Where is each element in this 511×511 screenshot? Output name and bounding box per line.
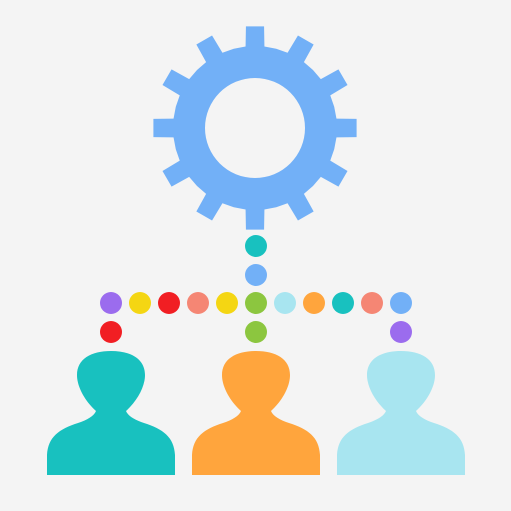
connector-dot xyxy=(274,292,296,314)
connector-dots xyxy=(100,235,412,343)
connector-dot xyxy=(129,292,151,314)
connector-dot xyxy=(216,292,238,314)
gear-icon xyxy=(153,26,357,230)
connector-dot xyxy=(100,292,122,314)
connector-dot xyxy=(158,292,180,314)
gear-shape xyxy=(153,26,357,230)
connector-dot xyxy=(390,321,412,343)
connector-dot xyxy=(332,292,354,314)
connector-dot xyxy=(390,292,412,314)
person-icon xyxy=(337,351,465,475)
connector-dot xyxy=(303,292,325,314)
person-icon xyxy=(47,351,175,475)
connector-dot xyxy=(245,264,267,286)
connector-dot xyxy=(187,292,209,314)
connector-dot xyxy=(361,292,383,314)
connector-dot xyxy=(100,321,122,343)
connector-dot xyxy=(245,321,267,343)
person-icon xyxy=(192,351,320,475)
connector-dot xyxy=(245,235,267,257)
connector-dot xyxy=(245,292,267,314)
people-group xyxy=(47,351,465,475)
